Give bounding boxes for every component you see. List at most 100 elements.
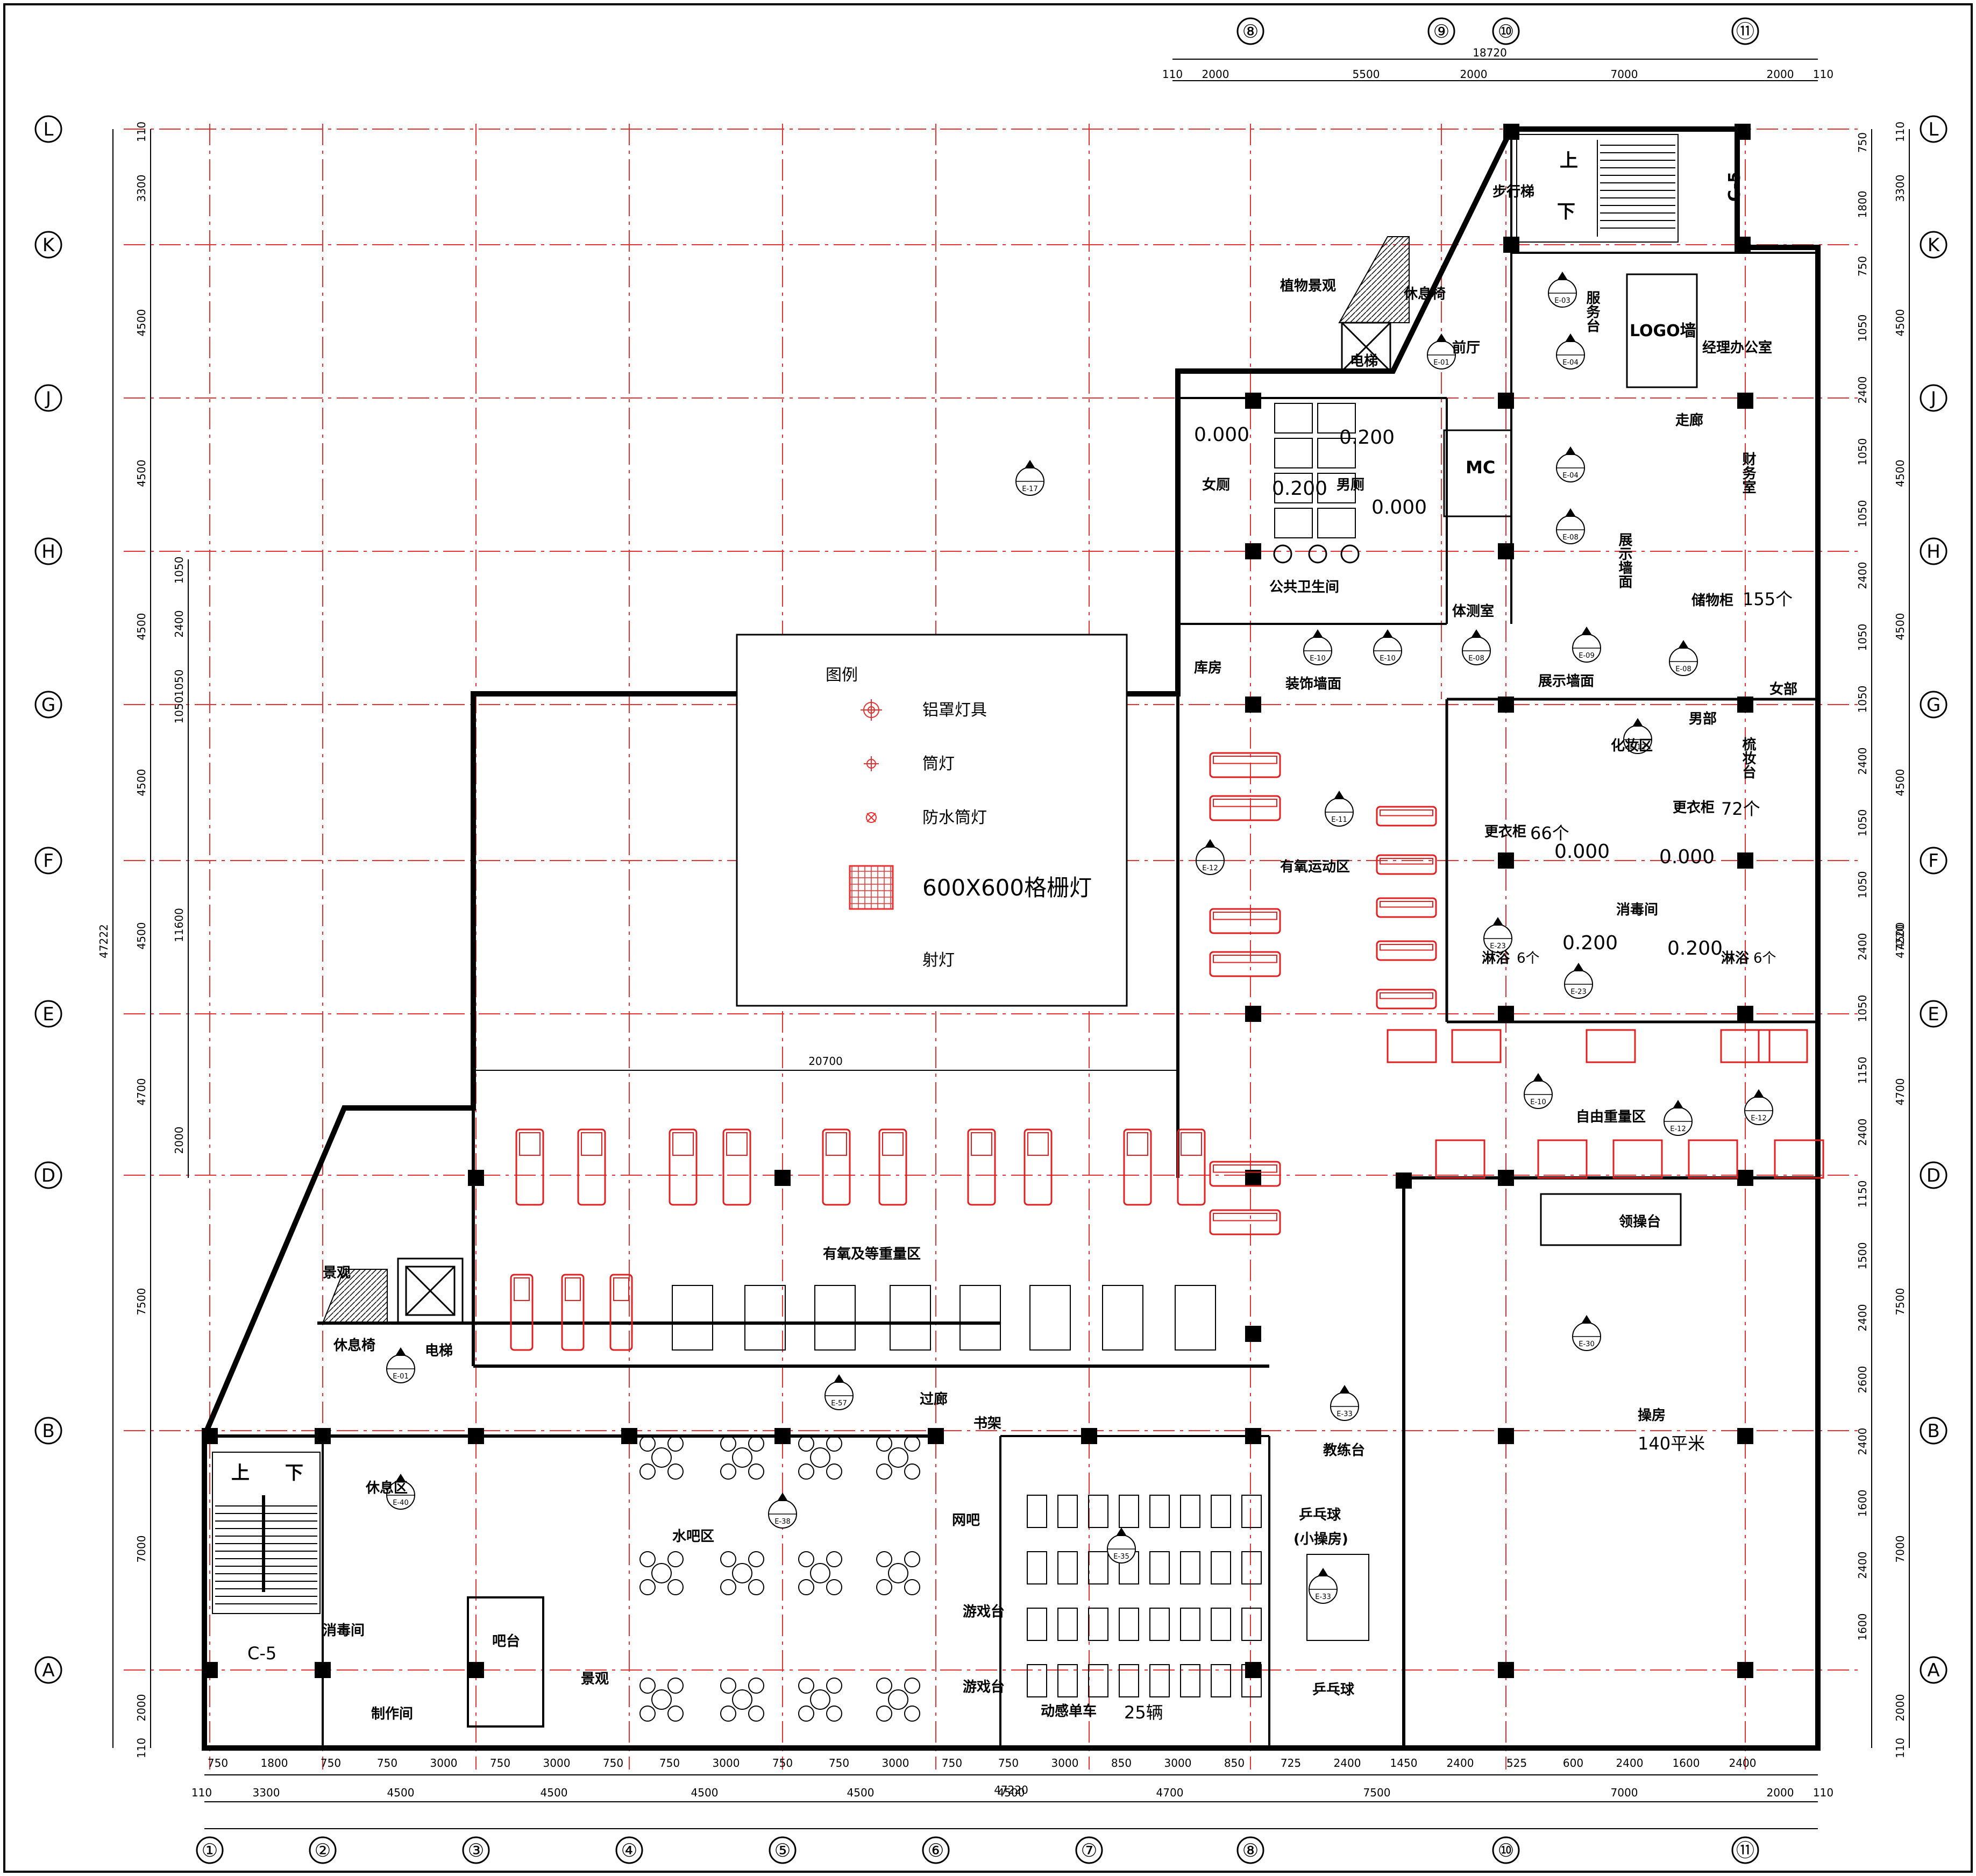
cafe-table-2-1-top — [810, 1563, 830, 1583]
axis-right-K: K — [1920, 231, 1947, 259]
dim-right-detail-14: 1050 — [1856, 995, 1869, 1022]
furniture — [467, 273, 1698, 1728]
label-landscape-bottom: 景观 — [581, 1671, 609, 1687]
stairs-top — [1516, 134, 1679, 243]
index-symbol-25: E-33 — [1330, 1385, 1359, 1421]
axis-top-0-circle — [1236, 17, 1264, 45]
label-game-table-2: 游戏台 — [963, 1679, 1005, 1695]
label-stairs-top-down: 下 — [1557, 201, 1575, 223]
axis-right-A: A — [1920, 1656, 1947, 1684]
treadmill-row-3 — [722, 1128, 751, 1206]
label-elevator-left: 电梯 — [425, 1343, 453, 1359]
index-tag-17: E-23 — [1490, 942, 1505, 950]
index-symbol-11: E-12 — [1196, 839, 1225, 875]
label-male-wc: 男厕 — [1337, 477, 1364, 493]
column-23 — [1245, 1326, 1261, 1342]
label-service-desk: 服务台 — [1584, 290, 1600, 332]
cafe-table-1-1-seat-3 — [748, 1579, 764, 1595]
dim-right-row-7: 4700 — [1894, 1078, 1907, 1106]
treadmill-col-3-body — [1209, 951, 1281, 977]
bike-3-body — [1376, 940, 1437, 961]
treadmill-col-2-body — [1209, 908, 1281, 934]
axis-right-F: F — [1920, 847, 1947, 875]
treadmill-row-7-body — [1023, 1128, 1053, 1206]
treadmill-col-0 — [1209, 752, 1281, 778]
spin-bike-0-1 — [1057, 1495, 1078, 1528]
cafe-table-0-2 — [639, 1678, 684, 1722]
treadmill-row-1-body — [577, 1128, 606, 1206]
label-cardio-machines: 有氧及等重量区 — [823, 1246, 921, 1262]
column-18 — [774, 1170, 791, 1186]
dim-left-row-4: 4500 — [135, 613, 148, 641]
treadmill-row-0-console — [519, 1132, 541, 1156]
power-rack-2 — [1612, 1139, 1663, 1179]
index-arrow-6 — [1312, 629, 1323, 638]
axis-bottom-2-circle — [462, 1836, 490, 1864]
cafe-table-3-2-seat-0 — [876, 1678, 892, 1694]
axis-left-L-circle — [34, 115, 62, 143]
aluminum-lamp-icon — [861, 699, 882, 721]
index-symbol-16: E-17 — [1015, 460, 1044, 496]
label-level-g: 0.200 — [1562, 932, 1618, 954]
elliptical-1 — [561, 1274, 585, 1351]
dim-corridor: 20700 — [808, 1055, 843, 1068]
dim-left-inner-2: 2400 — [173, 610, 186, 638]
treadmill-col-4-body — [1209, 1161, 1281, 1187]
index-symbol-9: E-08 — [1669, 640, 1698, 676]
dim-bottom-detail-1: 1800 — [261, 1757, 288, 1770]
label-locker-66-count: 66个 — [1530, 823, 1569, 843]
elevator-left-icon — [397, 1257, 464, 1324]
dim-right-row-4: 4500 — [1894, 613, 1907, 641]
index-tag-4: E-08 — [1562, 534, 1578, 542]
column-7 — [1245, 543, 1261, 559]
label-rest-chair-left: 休息椅 — [333, 1337, 375, 1354]
cafe-table-3-1-seat-3 — [904, 1579, 920, 1595]
bike-4-body — [1376, 989, 1437, 1010]
dim-top-seg-2: 5500 — [1353, 68, 1380, 81]
index-symbol-7: E-10 — [1373, 629, 1402, 665]
bar-counter — [467, 1596, 544, 1728]
label-female-wc: 女厕 — [1202, 477, 1230, 493]
dim-left-row-3: 4500 — [135, 460, 148, 487]
dim-bottom-detail-13: 750 — [942, 1757, 962, 1770]
legend-title: 图例 — [826, 666, 858, 685]
treadmill-row-8 — [1123, 1128, 1152, 1206]
label-coach-desk: 教练台 — [1323, 1442, 1365, 1459]
cafe-table-1-1-seat-0 — [720, 1551, 736, 1567]
spin-bike-0-0 — [1027, 1495, 1047, 1528]
legend-waterproof-downlight: 防水筒灯 — [922, 808, 987, 827]
axis-bottom-7-circle — [1236, 1836, 1264, 1864]
column-26 — [468, 1428, 484, 1444]
index-arrow-23 — [395, 1347, 406, 1356]
spin-bike-2-5 — [1180, 1608, 1200, 1641]
bike-4 — [1376, 989, 1437, 1010]
bike-2-body — [1376, 897, 1437, 918]
axis-left-L-text: L — [44, 119, 54, 140]
column-28 — [774, 1428, 791, 1444]
treadmill-col-4 — [1209, 1161, 1281, 1187]
axis-top-2-text: ⑩ — [1498, 21, 1514, 42]
index-tag-12: E-12 — [1630, 743, 1645, 751]
spin-bike-3-4 — [1149, 1664, 1170, 1697]
axis-right-H: H — [1920, 537, 1947, 565]
index-symbol-17: E-23 — [1483, 917, 1512, 953]
label-corridor-top: 走廊 — [1675, 412, 1703, 429]
treadmill-row-7 — [1023, 1128, 1053, 1206]
axis-right-E-text: E — [1928, 1004, 1939, 1025]
cafe-table-2-1-seat-2 — [798, 1579, 814, 1595]
treadmill-col-2-console — [1213, 912, 1277, 920]
axis-right-J: J — [1920, 384, 1947, 412]
dim-top-seg-6: 110 — [1813, 68, 1833, 81]
label-finance: 财务室 — [1740, 452, 1756, 494]
column-22 — [1737, 1170, 1753, 1186]
dim-bottom-axis-2: 4500 — [387, 1786, 415, 1799]
dim-left-row-8: 7500 — [135, 1288, 148, 1316]
index-arrow-13 — [1533, 1073, 1544, 1082]
column-9 — [1245, 697, 1261, 713]
dim-right-detail-8: 1050 — [1856, 624, 1869, 651]
cafe-table-2-1-seat-1 — [826, 1551, 842, 1567]
legend: 图例 铝罩灯具 筒灯 防水筒灯 600X600格栅灯 射灯 — [736, 634, 1128, 1007]
cafe-table-0-2-seat-2 — [639, 1706, 656, 1722]
stair-treads-top — [1600, 145, 1675, 229]
axis-left-B-text: B — [42, 1420, 54, 1442]
